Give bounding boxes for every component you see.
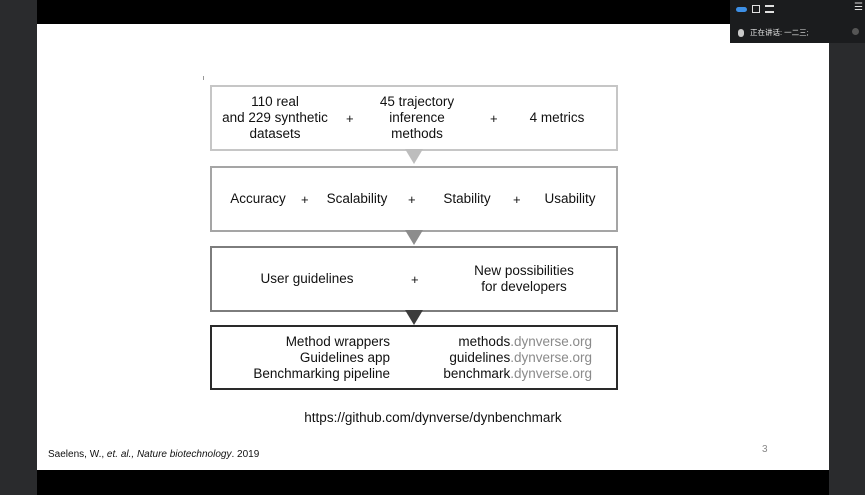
- speaker-row: 正在讲话: 一二三;: [738, 27, 809, 38]
- plus-sign: +: [408, 191, 416, 207]
- down-arrow-icon: [405, 230, 423, 245]
- datasets-label: 110 real and 229 synthetic datasets: [222, 94, 328, 141]
- accuracy-label: Accuracy: [230, 191, 286, 206]
- plus-sign: +: [411, 271, 419, 287]
- metrics-label: 4 metrics: [529, 110, 585, 125]
- scalability-label: Scalability: [326, 191, 388, 206]
- menu-icon[interactable]: ☰: [854, 2, 863, 13]
- list-icon[interactable]: [765, 5, 774, 13]
- meeting-overlay: ☰ 正在讲话: 一二三;: [730, 0, 865, 43]
- page-number: 3: [762, 444, 768, 455]
- outcomes-box: User guidelines + New possibilities for …: [210, 246, 618, 312]
- stability-label: Stability: [443, 191, 491, 206]
- guidelines-link[interactable]: guidelines.dynverse.org: [449, 350, 592, 365]
- inputs-box: 110 real and 229 synthetic datasets + 45…: [210, 85, 618, 151]
- resource-links: methods.dynverse.org guidelines.dynverse…: [412, 334, 592, 382]
- end-icon[interactable]: [852, 28, 859, 35]
- metrics-box: Accuracy + Scalability + Stability + Usa…: [210, 166, 618, 232]
- github-url[interactable]: https://github.com/dynverse/dynbenchmark: [304, 410, 562, 425]
- window-icon[interactable]: [752, 5, 760, 13]
- down-arrow-icon: [405, 149, 423, 164]
- presentation-slide: 110 real and 229 synthetic datasets + 45…: [37, 24, 829, 470]
- overlay-toolbar: [736, 3, 774, 15]
- plus-sign: +: [490, 110, 498, 126]
- user-guidelines-label: User guidelines: [260, 271, 354, 286]
- method-wrappers-label: Method wrappers: [285, 334, 390, 349]
- status-pill-icon[interactable]: [736, 6, 747, 12]
- citation: Saelens, W., et. al., Nature biotechnolo…: [48, 449, 260, 460]
- resources-list: Method wrappers Guidelines app Benchmark…: [220, 334, 390, 382]
- methods-link[interactable]: methods.dynverse.org: [458, 334, 592, 349]
- new-possibilities-label: New possibilities for developers: [474, 263, 574, 294]
- down-arrow-icon: [405, 310, 423, 325]
- microphone-icon: [738, 28, 744, 37]
- top-black-bar: [37, 0, 829, 24]
- methods-label: 45 trajectory inference methods: [379, 94, 455, 141]
- speaking-indicator: 正在讲话: 一二三;: [750, 28, 809, 37]
- guidelines-app-label: Guidelines app: [299, 350, 390, 365]
- plus-sign: +: [513, 191, 521, 207]
- slide-mark: [203, 76, 204, 80]
- resources-box: Method wrappers Guidelines app Benchmark…: [210, 325, 618, 390]
- plus-sign: +: [346, 110, 354, 126]
- usability-label: Usability: [544, 191, 596, 206]
- benchmark-link[interactable]: benchmark.dynverse.org: [443, 366, 592, 381]
- benchmarking-pipeline-label: Benchmarking pipeline: [253, 366, 390, 381]
- bottom-black-bar: [37, 470, 829, 495]
- plus-sign: +: [301, 191, 309, 207]
